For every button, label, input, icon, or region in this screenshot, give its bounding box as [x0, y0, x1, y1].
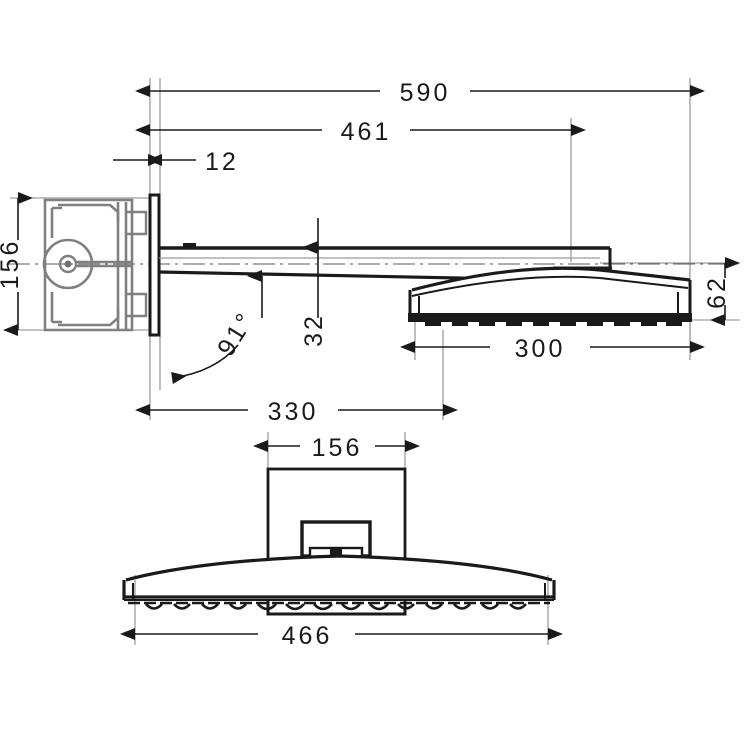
dimension-330: 330	[135, 398, 458, 426]
dimension-62: 62	[703, 257, 740, 326]
dimension-461-label: 461	[341, 118, 392, 146]
wall-plate	[148, 193, 161, 337]
dimension-156-front-label: 156	[312, 434, 363, 462]
shower-head-front	[122, 467, 556, 616]
wall-mount-body	[43, 198, 134, 332]
dimension-330-label: 330	[268, 398, 319, 426]
dimension-62-label: 62	[703, 275, 731, 309]
dimension-461: 461	[135, 118, 586, 146]
dimension-156-side-label: 156	[0, 239, 24, 290]
shower-head-side	[408, 266, 692, 326]
mount-flange-circle	[42, 238, 94, 290]
dimension-156-front: 156	[253, 434, 420, 462]
dimension-590: 590	[135, 79, 705, 107]
dimension-466-label: 466	[282, 622, 333, 650]
dimension-466: 466	[120, 622, 563, 650]
dimension-32-label: 32	[300, 313, 328, 347]
dimension-156-side: 156	[0, 192, 33, 336]
dimension-91-deg-label: 91°	[212, 306, 261, 361]
dimension-91-deg: 91°	[171, 270, 263, 384]
dimension-300-label: 300	[515, 335, 566, 363]
dimension-12-label: 12	[205, 148, 239, 176]
dimension-12: 12	[113, 148, 239, 176]
mount-bracket-detail	[126, 210, 148, 318]
dimension-590-label: 590	[400, 79, 451, 107]
dimension-300: 300	[400, 335, 705, 363]
dimension-32: 32	[300, 218, 328, 347]
